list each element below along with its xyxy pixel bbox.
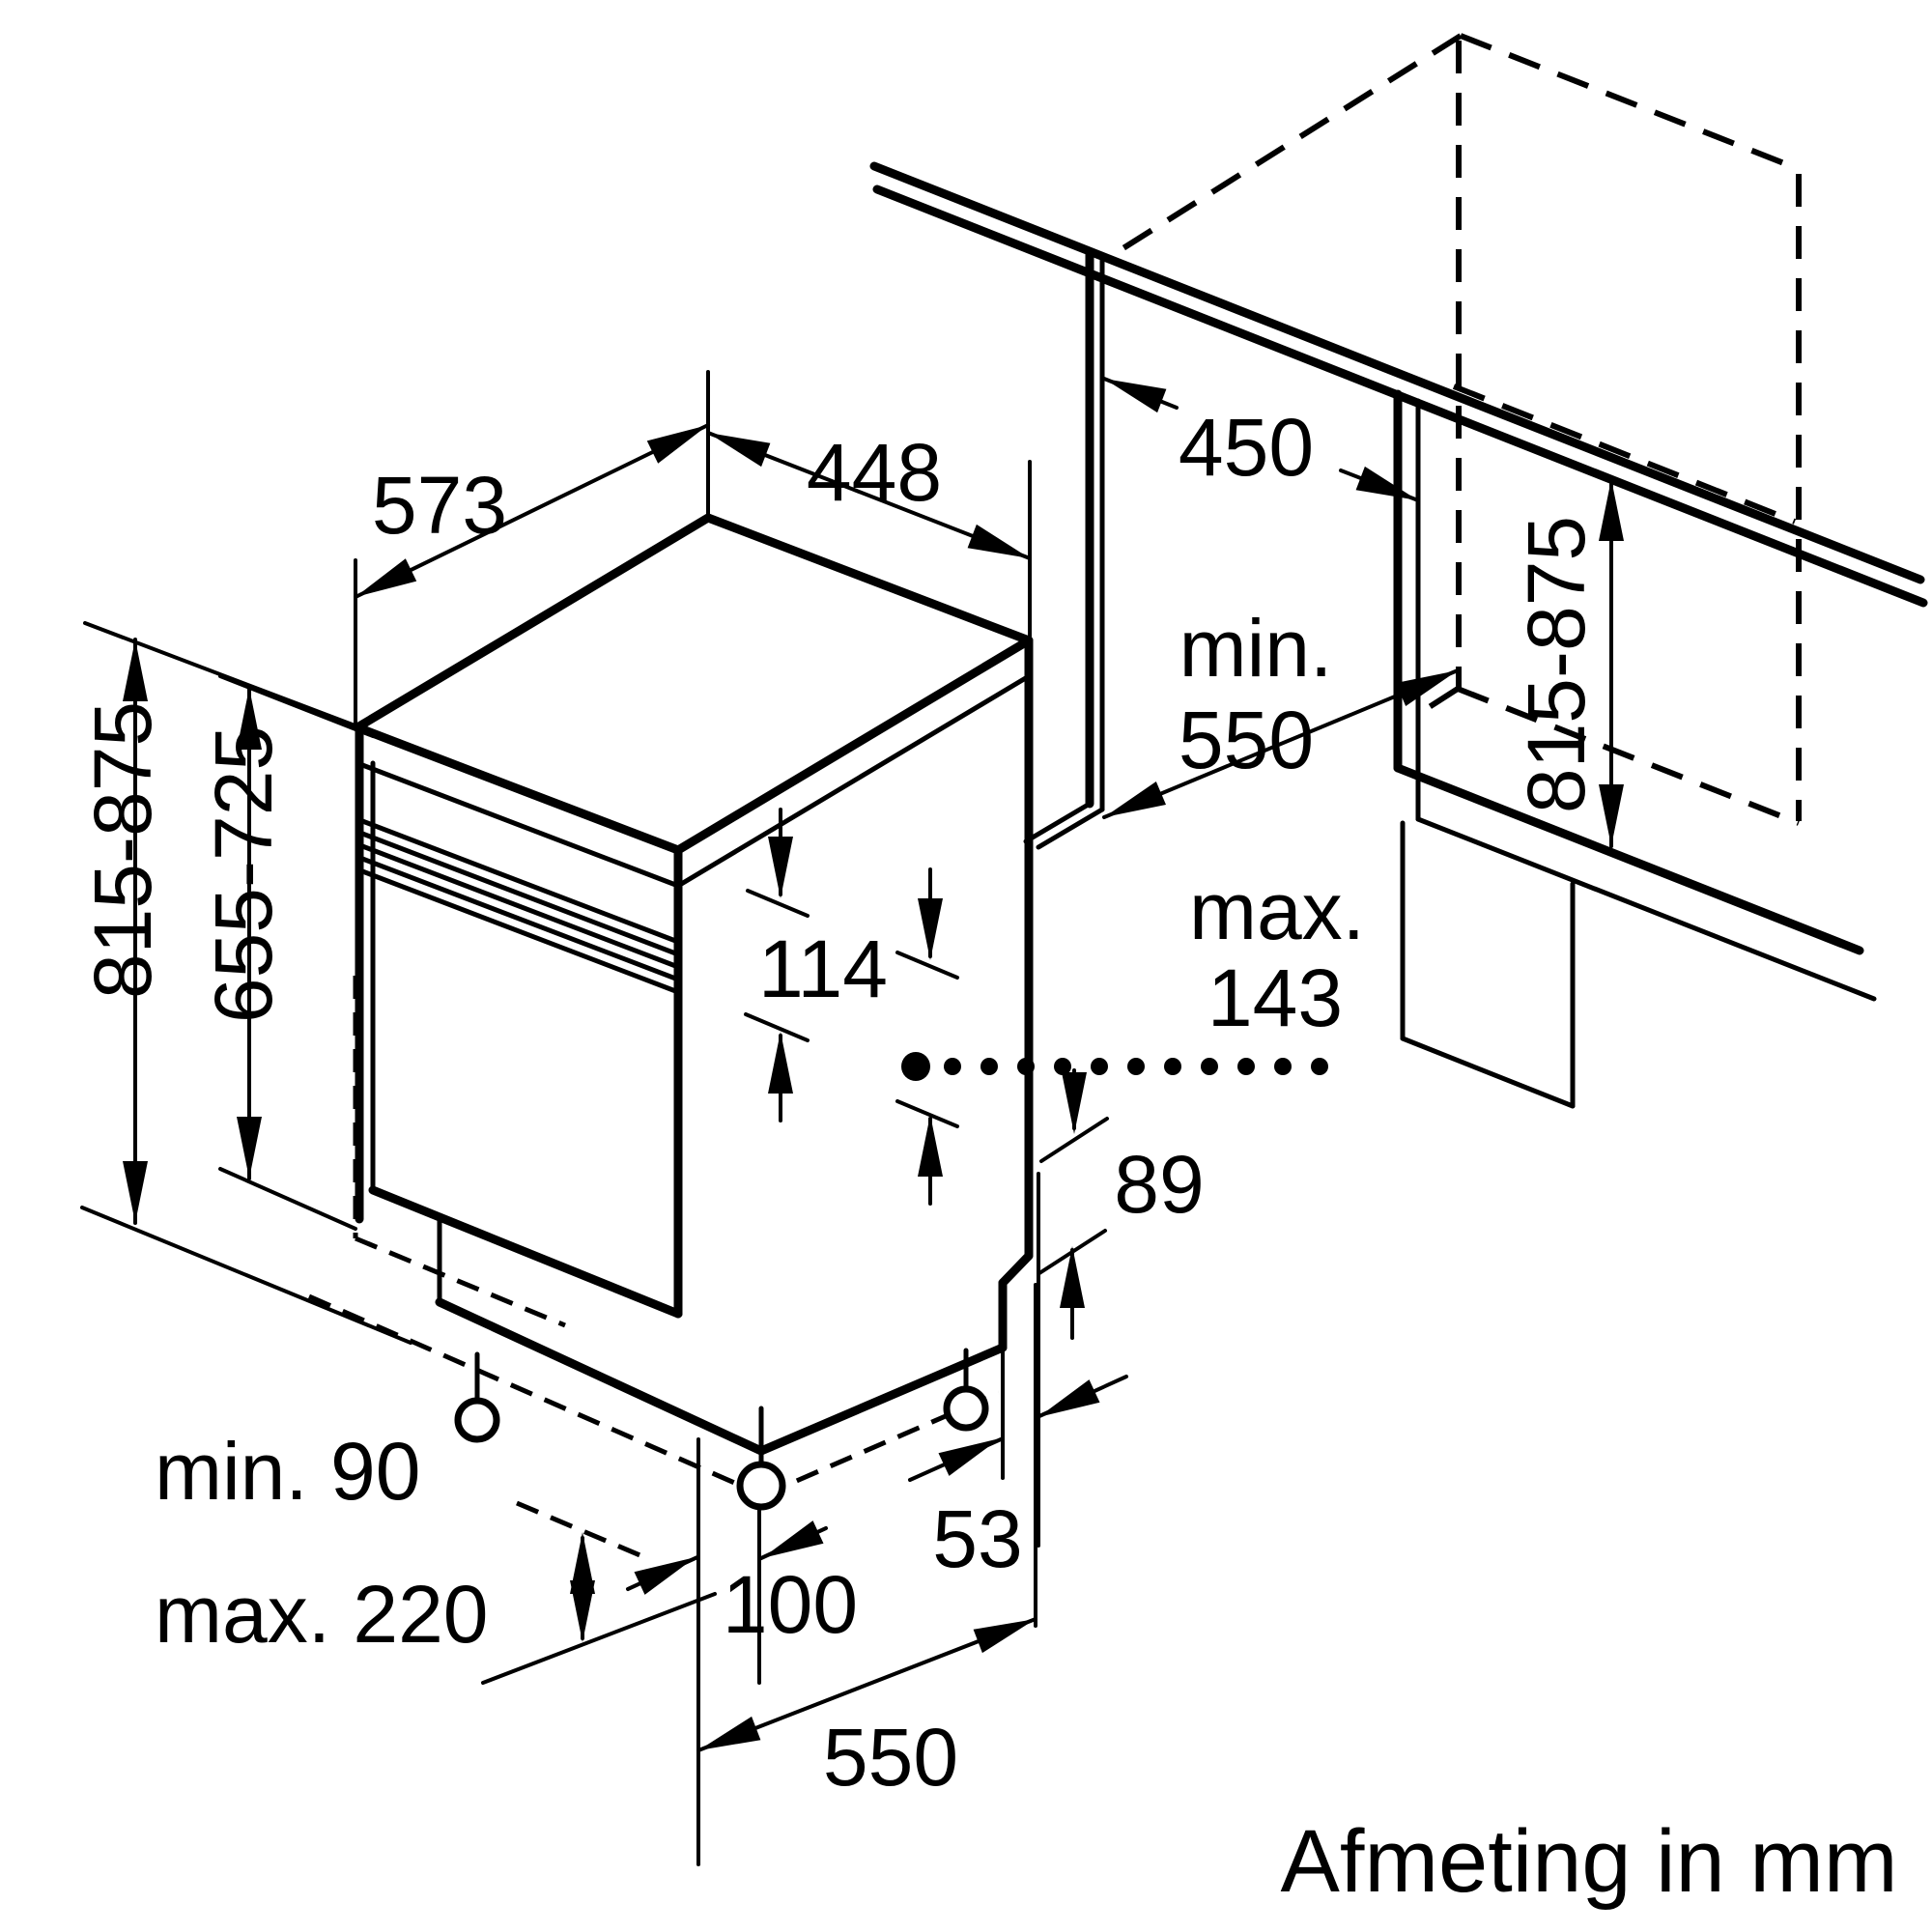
hinge-dotted-line-dot xyxy=(1201,1058,1218,1075)
dim-foot-offset: 100 xyxy=(626,1437,858,1866)
dim-label-143: 143 xyxy=(1208,952,1343,1043)
dimension-arrowhead xyxy=(355,558,417,597)
dim-label-100: 100 xyxy=(723,1559,858,1650)
dimension-arrowhead xyxy=(1396,670,1458,706)
dimension-arrowhead xyxy=(570,1532,595,1594)
dimension-arrowhead xyxy=(1599,479,1624,541)
dimension-arrowhead xyxy=(1599,784,1624,846)
hinge-dotted-line-dot xyxy=(980,1058,998,1075)
dimension-arrowhead xyxy=(237,1117,262,1179)
hinge-dotted-line-dot xyxy=(1127,1058,1145,1075)
dim-label-89: 89 xyxy=(1114,1139,1204,1230)
dishwasher-door xyxy=(355,636,1034,1319)
dimension-arrowhead xyxy=(938,1438,1000,1476)
dim-door-panel-height: 655-725 xyxy=(198,674,375,1231)
caption: Afmeting in mm xyxy=(1280,1812,1897,1911)
dimension-arrowhead xyxy=(646,425,708,464)
dim-label-plinth-max: max. 220 xyxy=(155,1569,489,1660)
dim-label-door-height: 655-725 xyxy=(198,725,289,1023)
hinge-dotted-line-dot xyxy=(1091,1058,1108,1075)
dimension-arrowhead xyxy=(570,1580,595,1642)
hinge-dotted-line-dot xyxy=(944,1058,961,1075)
dim-label-114: 114 xyxy=(758,923,888,1014)
dim-top-depth: 573 xyxy=(354,370,710,724)
dimension-arrowhead xyxy=(698,1716,761,1750)
dim-label-448: 448 xyxy=(807,427,942,518)
control-panel-stripes xyxy=(355,816,681,995)
dimension-arrowhead xyxy=(967,524,1030,558)
dim-door-gap: 53 xyxy=(908,1346,1128,1584)
dim-label-max: max. xyxy=(1189,866,1365,956)
dim-hinge-max: max. 143 xyxy=(901,866,1365,1081)
hinge-dotted-line-dot xyxy=(1164,1058,1181,1075)
dimension-arrowhead xyxy=(918,898,943,960)
hinge-dotted-line-dot xyxy=(1274,1058,1292,1075)
dim-appliance-height: 815-875 xyxy=(77,621,412,1345)
dimension-arrowhead xyxy=(237,688,262,750)
hinge-dotted-line-dot xyxy=(1017,1058,1035,1075)
dimension-arrowhead xyxy=(1104,379,1167,413)
dim-label-450: 450 xyxy=(1179,402,1314,493)
dimension-arrowhead xyxy=(123,639,148,701)
dim-niche-depth: min. 550 xyxy=(1102,603,1460,819)
dimension-arrowhead xyxy=(708,433,771,468)
dimension-arrowhead xyxy=(973,1619,1036,1654)
dimension-arrowhead xyxy=(123,1161,148,1223)
dim-label-573: 573 xyxy=(372,460,507,551)
dim-base-clearance: 89 xyxy=(1037,1068,1205,1548)
dim-label-53: 53 xyxy=(932,1493,1022,1584)
dimension-arrowhead xyxy=(1038,1379,1100,1417)
dim-niche-width: 450 xyxy=(1102,377,1420,502)
dimension-arrowhead xyxy=(1104,781,1166,817)
dimension-arrowhead xyxy=(634,1557,696,1595)
adjustable-foot xyxy=(454,1397,500,1443)
left-cabinet-panel xyxy=(1023,248,1105,850)
dim-control-panel: 114 xyxy=(744,808,959,1206)
dim-label-niche-height: 815-875 xyxy=(1511,516,1602,813)
hinge-dotted-line-dot xyxy=(1237,1058,1255,1075)
niche-dashed-outline xyxy=(1109,33,1802,826)
dim-niche-height: 815-875 xyxy=(1511,477,1624,848)
dim-plinth-range: min. 90 max. 220 xyxy=(155,1426,717,1685)
adjustable-foot xyxy=(736,1461,786,1511)
dim-label-min: min. xyxy=(1179,603,1333,694)
dishwasher xyxy=(307,513,1034,1511)
dimension-arrowhead xyxy=(768,837,793,898)
dishwasher-base xyxy=(307,976,1034,1498)
adjustable-foot xyxy=(943,1385,989,1432)
hinge-dotted-line-dot xyxy=(1054,1058,1071,1075)
dimension-arrowhead xyxy=(1355,466,1418,500)
hinge-dotted-line-dot xyxy=(1311,1058,1328,1075)
dim-label-550min: 550 xyxy=(1179,695,1314,785)
dim-label-plinth-min: min. 90 xyxy=(155,1426,420,1517)
dim-appliance-depth: 550 xyxy=(696,1283,1037,1803)
dim-door-width: 448 xyxy=(706,427,1032,642)
dimension-arrowhead xyxy=(1062,1072,1087,1134)
dim-label-550: 550 xyxy=(823,1712,958,1803)
hinge-dotted-line-dot xyxy=(901,1052,930,1081)
adjustable-feet xyxy=(454,1348,989,1511)
dimension-arrowhead xyxy=(762,1520,824,1558)
kitchen-niche xyxy=(869,33,1928,1109)
dim-label-height: 815-875 xyxy=(77,701,168,999)
right-cabinet-panel xyxy=(1393,389,1877,1109)
